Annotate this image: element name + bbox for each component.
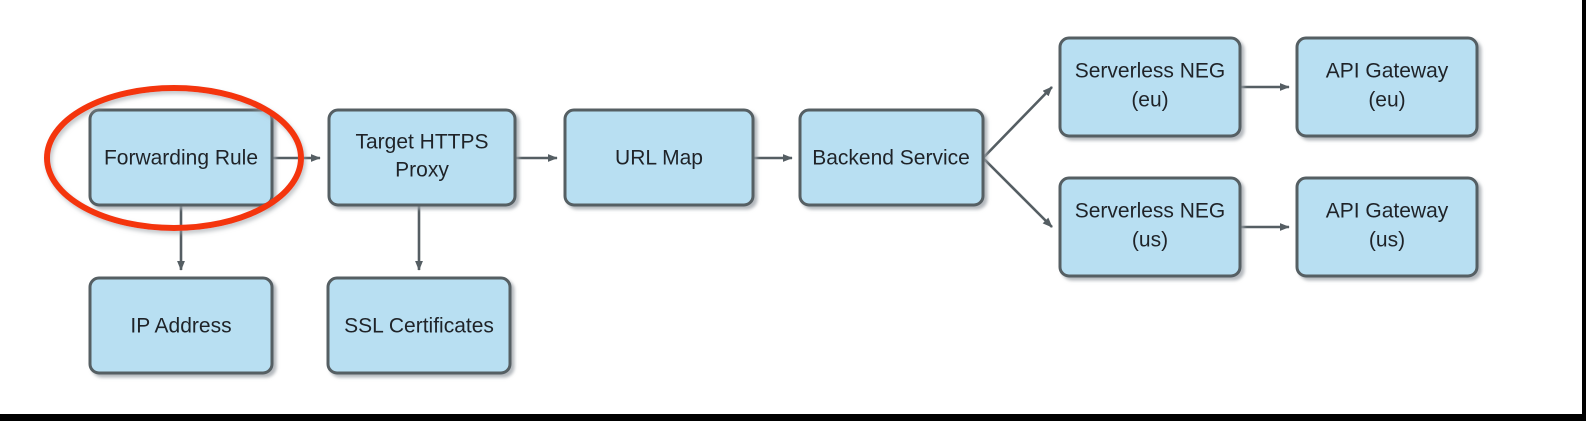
node-label-api-gateway-us-line1: API Gateway	[1326, 200, 1449, 223]
node-label-forwarding-rule: Forwarding Rule	[104, 147, 258, 170]
node-label-api-gateway-eu-line2: (eu)	[1368, 89, 1405, 112]
edge-backend-service-to-serverless-neg-us	[982, 157, 1053, 228]
node-box-serverless-neg-eu[interactable]	[1058, 36, 1242, 138]
node-serverless-neg-us[interactable]: Serverless NEG (us)	[1058, 176, 1242, 278]
node-forwarding-rule[interactable]: Forwarding Rule	[88, 108, 274, 207]
highlight-ellipse-forwarding-rule	[44, 85, 304, 231]
node-api-gateway-us[interactable]: API Gateway (us)	[1295, 176, 1479, 278]
node-box-api-gateway-us[interactable]	[1295, 176, 1479, 278]
edge-layer	[177, 83, 1290, 271]
node-label-api-gateway-eu-line1: API Gateway	[1326, 60, 1449, 83]
node-target-https-proxy[interactable]: Target HTTPS Proxy	[327, 108, 517, 207]
node-backend-service[interactable]: Backend Service	[798, 108, 985, 207]
node-box-forwarding-rule[interactable]	[88, 108, 274, 207]
node-label-serverless-neg-eu-line2: (eu)	[1131, 89, 1168, 112]
node-box-api-gateway-eu[interactable]	[1295, 36, 1479, 138]
node-label-serverless-neg-us-line2: (us)	[1132, 229, 1168, 252]
node-label-backend-service: Backend Service	[812, 147, 970, 170]
node-label-serverless-neg-us-line1: Serverless NEG	[1075, 200, 1226, 223]
node-box-serverless-neg-us[interactable]	[1058, 176, 1242, 278]
node-label-target-https-proxy-line1: Target HTTPS	[355, 131, 488, 154]
node-label-serverless-neg-eu-line1: Serverless NEG	[1075, 60, 1226, 83]
node-box-ssl-certificates[interactable]	[326, 276, 512, 375]
edge-backend-service-to-serverless-neg-eu	[982, 86, 1053, 159]
node-label-ip-address: IP Address	[130, 315, 231, 338]
node-serverless-neg-eu[interactable]: Serverless NEG (eu)	[1058, 36, 1242, 138]
node-label-ssl-certificates: SSL Certificates	[344, 315, 494, 338]
node-label-target-https-proxy-line2: Proxy	[395, 159, 449, 182]
node-ssl-certificates[interactable]: SSL Certificates	[326, 276, 512, 375]
node-ip-address[interactable]: IP Address	[88, 276, 274, 375]
node-box-url-map[interactable]	[563, 108, 755, 207]
node-label-url-map: URL Map	[615, 147, 703, 170]
node-api-gateway-eu[interactable]: API Gateway (eu)	[1295, 36, 1479, 138]
node-box-backend-service[interactable]	[798, 108, 985, 207]
node-box-target-https-proxy[interactable]	[327, 108, 517, 207]
node-url-map[interactable]: URL Map	[563, 108, 755, 207]
node-box-ip-address[interactable]	[88, 276, 274, 375]
node-label-api-gateway-us-line2: (us)	[1369, 229, 1405, 252]
